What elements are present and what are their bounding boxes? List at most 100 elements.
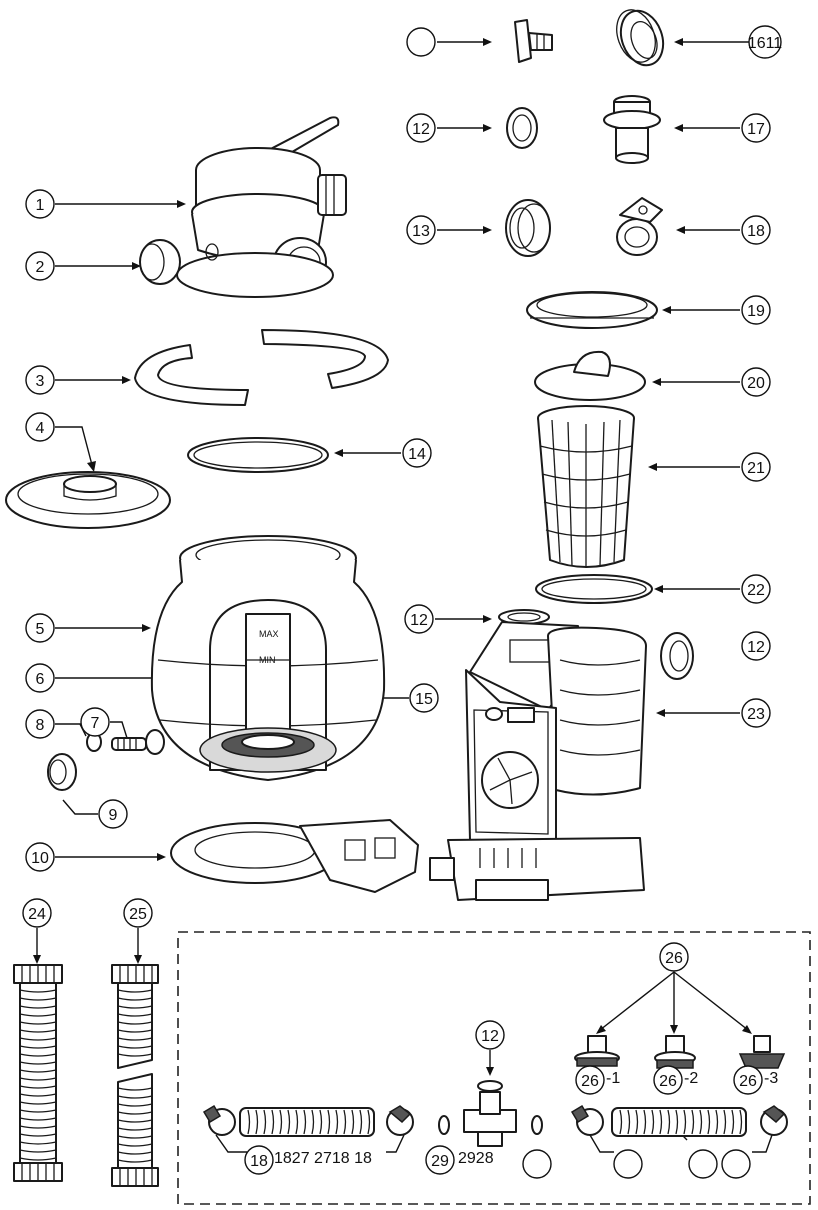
callout-21: 21 xyxy=(741,452,771,482)
callout-circle xyxy=(25,189,55,219)
callout-circle xyxy=(741,574,771,604)
callout-number: 6 xyxy=(36,671,45,688)
o-ring-29-left xyxy=(438,1115,450,1135)
callout-circle xyxy=(741,367,771,397)
threaded-nut-11 xyxy=(616,9,665,67)
kit-box xyxy=(177,931,811,1205)
callout-number: 26 xyxy=(581,1073,599,1090)
plug-13 xyxy=(505,199,551,257)
callout-number: 10 xyxy=(31,850,49,867)
callout-circle xyxy=(404,604,434,634)
drain-parts xyxy=(47,729,165,791)
callout-circle xyxy=(25,663,55,693)
callout-number: 26 xyxy=(665,950,683,967)
o-ring-14 xyxy=(187,437,329,473)
lid-ring-19 xyxy=(526,291,658,329)
bottom-row-label-a: 1827 2718 18 xyxy=(274,1150,372,1167)
sand-tank-5 xyxy=(150,535,386,781)
callout-circle xyxy=(25,709,55,739)
callout-12d: 12 xyxy=(475,1020,505,1050)
callout-blank-b3 xyxy=(688,1149,718,1179)
callout-25: 25 xyxy=(123,898,153,928)
callout-circle xyxy=(80,707,110,737)
callout-3: 3 xyxy=(25,365,55,395)
callout-number: 26 xyxy=(739,1073,757,1090)
callout-12c: 12 xyxy=(741,631,771,661)
callout-1: 1 xyxy=(25,189,55,219)
callout-number: 14 xyxy=(408,446,426,463)
callout-13: 13 xyxy=(406,215,436,245)
clamp-3 xyxy=(134,329,389,406)
parts: MAX MIN xyxy=(5,9,811,1205)
suffix-26-1: -1 xyxy=(606,1070,620,1087)
callout-circle xyxy=(406,113,436,143)
callout-number: 18 xyxy=(250,1153,268,1170)
callout-number: 8 xyxy=(36,717,45,734)
callout-number: 18 xyxy=(747,223,765,240)
callout-circle xyxy=(741,215,771,245)
callout-29: 29 xyxy=(425,1145,455,1175)
diffuser-plate-4 xyxy=(5,471,171,529)
callout-18a: 18 xyxy=(741,215,771,245)
callout-circle xyxy=(688,1149,718,1179)
callout-blank-b2 xyxy=(613,1149,643,1179)
callout-circle xyxy=(244,1145,274,1175)
kit-hose-left xyxy=(202,1104,414,1137)
callout-24: 24 xyxy=(22,898,52,928)
callout-number: 1 xyxy=(36,197,45,214)
callout-circle xyxy=(748,25,782,59)
adapter-17 xyxy=(603,95,661,164)
callout-circle xyxy=(733,1065,763,1095)
callout-circle xyxy=(741,452,771,482)
hose-24 xyxy=(13,964,63,1182)
callout-number: 25 xyxy=(129,906,147,923)
callout-4: 4 xyxy=(25,412,55,442)
callout-circle xyxy=(741,295,771,325)
callout-circle xyxy=(721,1149,751,1179)
callout-circle xyxy=(25,412,55,442)
o-ring-12-top xyxy=(506,107,538,149)
callout-number: 22 xyxy=(747,582,765,599)
callout-8: 8 xyxy=(25,709,55,739)
callout-circle xyxy=(475,1020,505,1050)
callout-number: 23 xyxy=(747,706,765,723)
callout-1611: 1611 xyxy=(748,25,783,59)
o-ring-22 xyxy=(535,574,653,604)
callout-number: 1611 xyxy=(748,35,783,52)
kit-hose-right xyxy=(570,1104,788,1137)
callout-circle xyxy=(402,438,432,468)
callout-6: 6 xyxy=(25,663,55,693)
callout-14: 14 xyxy=(402,438,432,468)
suffix-26-3: -3 xyxy=(764,1070,778,1087)
suffix-26-2: -2 xyxy=(684,1070,698,1087)
strainer-basket-21 xyxy=(537,405,635,568)
callout-circle xyxy=(406,215,436,245)
callout-number: 26 xyxy=(659,1073,677,1090)
callout-2: 2 xyxy=(25,251,55,281)
multiport-valve-1 xyxy=(176,116,347,298)
callout-26-3: 26 xyxy=(733,1065,763,1095)
callout-26: 26 xyxy=(659,942,689,972)
callout-circle xyxy=(613,1149,643,1179)
callout-circle xyxy=(25,365,55,395)
drain-cap-9 xyxy=(47,753,77,791)
adapter-26-1 xyxy=(574,1035,620,1067)
callout-number: 29 xyxy=(431,1153,449,1170)
callout-7: 7 xyxy=(80,707,110,737)
callout-circle xyxy=(741,113,771,143)
callout-number: 15 xyxy=(415,691,433,708)
callout-12b: 12 xyxy=(404,604,434,634)
tee-28 xyxy=(463,1091,517,1147)
callout-circle xyxy=(98,799,128,829)
hose-25 xyxy=(111,964,159,1187)
o-ring-29-right xyxy=(531,1115,543,1135)
callout-circle xyxy=(425,1145,455,1175)
callout-5: 5 xyxy=(25,613,55,643)
callout-10: 10 xyxy=(25,842,55,872)
callout-circle xyxy=(522,1149,552,1179)
callout-circle xyxy=(741,631,771,661)
cap-2 xyxy=(139,239,181,285)
callout-number: 21 xyxy=(747,460,765,477)
callout-18b: 18 xyxy=(244,1145,274,1175)
